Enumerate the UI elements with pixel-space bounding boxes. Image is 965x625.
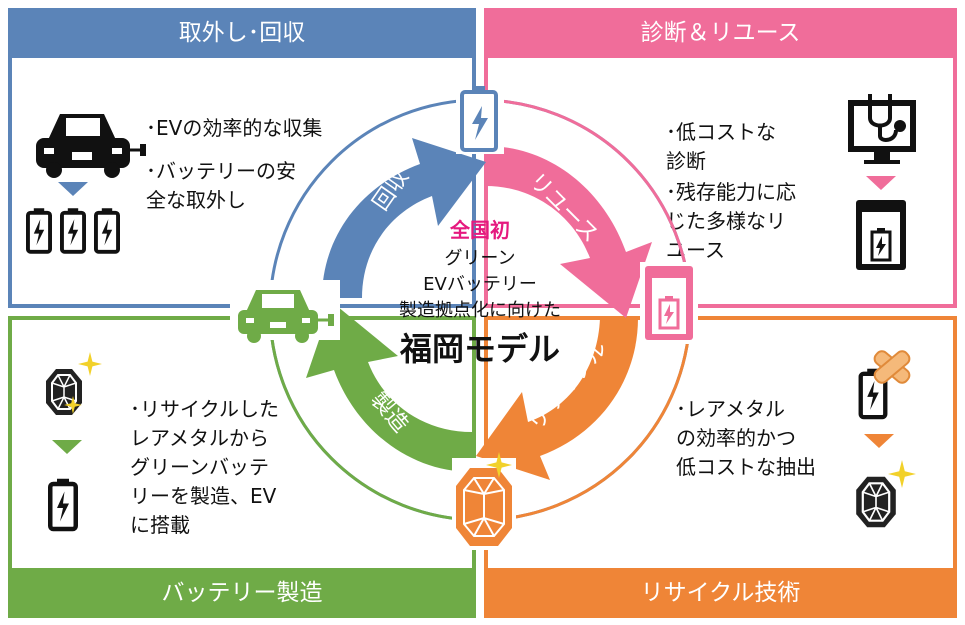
down-arrow-icon bbox=[864, 434, 894, 448]
collect-title: 取外し･回収 bbox=[8, 8, 476, 58]
battery-icon bbox=[50, 479, 76, 529]
ring-car-icon bbox=[230, 280, 340, 343]
reuse-title: 診断＆リユース bbox=[484, 8, 957, 58]
recycle-bullet-1: ･レアメタル の効率的かつ 低コストな抽出 bbox=[676, 397, 816, 479]
manufacture-bullet-1: ･リサイクルした レアメタルから グリーンバッテ リーを製造、EV に搭載 bbox=[130, 397, 279, 537]
bandage-icon bbox=[873, 350, 911, 384]
battery-group-icon bbox=[28, 208, 118, 252]
center-line-2: EVバッテリー bbox=[423, 274, 537, 295]
collect-arrow bbox=[322, 138, 486, 298]
sparkle-icon bbox=[78, 352, 102, 376]
center-model: 福岡モデル bbox=[399, 330, 560, 368]
car-icon bbox=[36, 114, 146, 178]
recycle-arrow bbox=[476, 318, 638, 480]
reuse-bullet-2: ･残存能力に応 じた多様なリ ユース bbox=[666, 180, 796, 262]
recycle-panel bbox=[484, 316, 957, 618]
gem-icon bbox=[44, 367, 84, 417]
reuse-arrow bbox=[486, 146, 652, 318]
down-arrow-icon bbox=[866, 176, 896, 190]
gem-icon bbox=[855, 475, 897, 529]
collect-bullet-1: ･EVの効率的な収集 bbox=[146, 116, 323, 140]
recycle-title: リサイクル技術 bbox=[484, 568, 957, 618]
collect-bullet-2: ･バッテリーの安 全な取外し bbox=[146, 159, 296, 212]
manufacture-title: バッテリー製造 bbox=[8, 568, 476, 618]
ring-gem-icon bbox=[452, 458, 516, 550]
manufacture-arrow bbox=[306, 302, 472, 472]
center-line-1: グリーン bbox=[444, 248, 515, 269]
ring-charging-station-icon bbox=[640, 262, 698, 344]
ring-battery-icon bbox=[456, 86, 504, 154]
reuse-bullet-1: ･低コストな 診断 bbox=[666, 120, 776, 173]
charging-station-icon bbox=[856, 200, 906, 270]
diagnosis-monitor-icon bbox=[848, 94, 916, 164]
center-highlight: 全国初 bbox=[449, 218, 510, 242]
down-arrow-icon bbox=[52, 440, 82, 454]
down-arrow-icon bbox=[58, 182, 88, 196]
sparkle-icon bbox=[888, 460, 916, 488]
center-line-3: 製造拠点化に向けた bbox=[399, 300, 561, 321]
